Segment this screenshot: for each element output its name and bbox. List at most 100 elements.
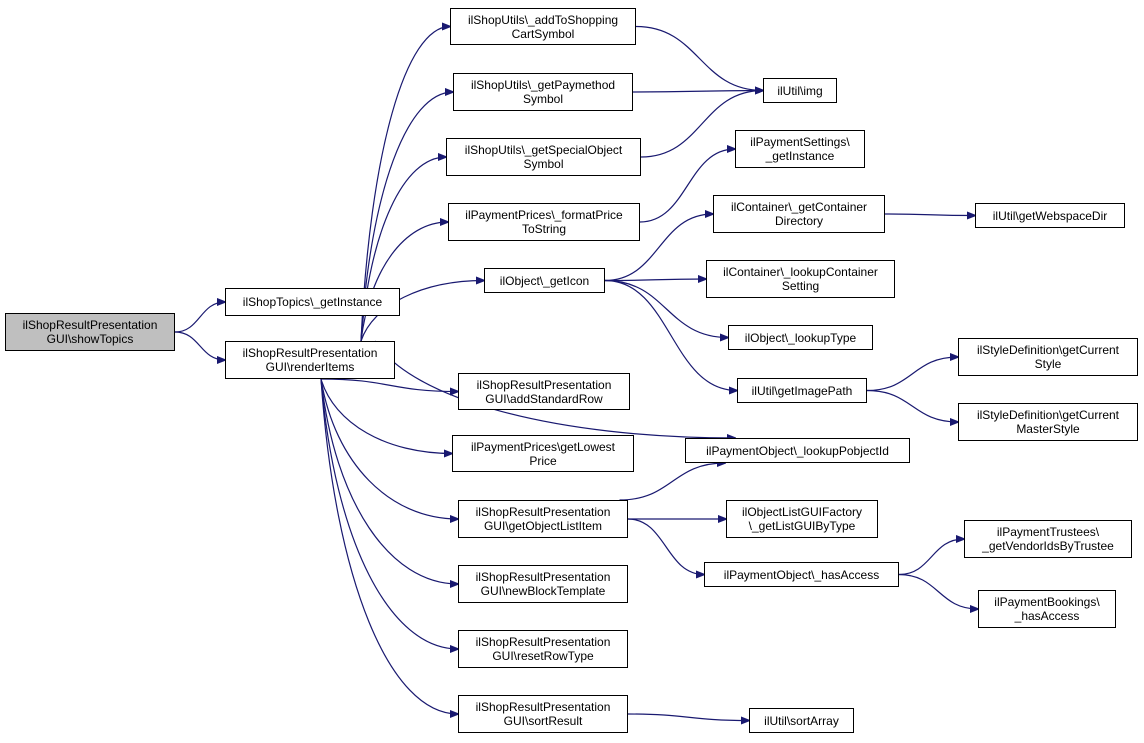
node-label-line: GUI\showTopics	[46, 332, 134, 346]
function-node[interactable]: ilUtil\img	[763, 78, 837, 103]
node-label-line: CartSymbol	[511, 26, 575, 41]
node-label-line: ilShopUtils\_addToShopping	[467, 12, 619, 27]
function-node[interactable]: ilPaymentSettings\_getInstance	[735, 130, 865, 168]
call-edge	[639, 149, 735, 223]
call-edge	[604, 279, 728, 338]
node-label-line: ilUtil\img	[777, 83, 823, 98]
call-edge	[884, 214, 975, 216]
node-label-line: ilShopUtils\_getPaymethod	[470, 78, 616, 92]
call-edge	[632, 91, 763, 93]
node-label-line: ilShopResultPresentation	[475, 570, 611, 584]
node-label-line: ilContainer\_lookupContainer	[723, 265, 878, 279]
node-label-line: MasterStyle	[1016, 422, 1080, 436]
node-label-line: ilPaymentObject\_hasAccess	[723, 567, 880, 582]
node-label-line: ilStyleDefinition\getCurrent	[976, 408, 1120, 422]
node-label-line: GUI\resetRowType	[492, 649, 594, 663]
call-edge	[898, 573, 978, 610]
call-edge	[866, 357, 958, 392]
node-label-line: ilShopResultPresentation	[475, 700, 611, 714]
call-edge	[174, 302, 225, 333]
node-label-line: ilPaymentTrustees\	[996, 525, 1100, 539]
call-edge	[374, 340, 735, 438]
node-label-line: ilShopResultPresentation	[475, 505, 611, 519]
node-label-line: Setting	[781, 279, 820, 293]
call-edge	[320, 378, 458, 714]
node-label-line: ilObjectListGUIFactory	[741, 505, 863, 519]
function-node[interactable]: ilPaymentBookings\_hasAccess	[978, 590, 1116, 628]
function-node[interactable]: ilObject\_lookupType	[728, 325, 873, 350]
node-label-line: ilPaymentBookings\	[994, 595, 1100, 609]
call-edge	[360, 27, 450, 342]
function-node[interactable]: ilUtil\sortArray	[749, 708, 854, 733]
node-label-line: ilUtil\sortArray	[764, 713, 839, 728]
call-edge	[619, 463, 726, 501]
node-label-line: _hasAccess	[1014, 609, 1080, 623]
node-label-line: ilPaymentPrices\_formatPrice	[465, 208, 623, 222]
call-edge	[866, 389, 958, 423]
node-label-line: Price	[529, 453, 557, 468]
node-label-line: ilShopTopics\_getInstance	[242, 295, 383, 309]
node-label-line: Symbol	[523, 157, 564, 171]
function-node[interactable]: ilObject\_getIcon	[484, 268, 605, 293]
call-edge	[320, 378, 458, 519]
node-label-line: ilShopResultPresentation	[22, 318, 158, 332]
call-edge	[320, 378, 452, 454]
call-edge	[174, 331, 225, 360]
node-label-line: GUI\getObjectListItem	[483, 519, 603, 533]
function-node[interactable]: ilPaymentObject\_hasAccess	[704, 562, 899, 587]
function-node[interactable]: ilObjectListGUIFactory\_getListGUIByType	[726, 500, 878, 538]
node-label-line: GUI\newBlockTemplate	[480, 584, 606, 598]
node-label-line: ilPaymentPrices\getLowest	[470, 439, 616, 454]
call-edge	[360, 222, 448, 342]
node-label-line: \_getListGUIByType	[748, 519, 856, 533]
node-label-line: Directory	[774, 214, 823, 228]
node-label-line: GUI\sortResult	[503, 714, 583, 728]
call-edge	[627, 713, 749, 721]
node-label-line: ilPaymentObject\_lookupPobjectId	[706, 443, 889, 458]
function-node[interactable]: ilPaymentTrustees\_getVendorIdsByTrustee	[964, 520, 1132, 558]
function-node[interactable]: ilUtil\getWebspaceDir	[975, 203, 1125, 228]
node-label-line: ilContainer\_getContainer	[730, 200, 868, 214]
call-edge	[635, 25, 763, 91]
call-edge	[604, 279, 737, 391]
node-label-line: ilUtil\getWebspaceDir	[992, 208, 1108, 223]
function-node[interactable]: ilPaymentObject\_lookupPobjectId	[685, 438, 910, 463]
node-label-line: ilPaymentSettings\	[750, 135, 850, 149]
call-edge	[360, 281, 484, 342]
node-label-line: ToString	[521, 222, 566, 236]
node-label-line: ilShopResultPresentation	[476, 377, 612, 392]
call-edge	[320, 378, 458, 584]
node-label-line: _getInstance	[765, 149, 835, 163]
node-label-line: ilUtil\getImagePath	[751, 383, 853, 398]
node-label-line: ilObject\_lookupType	[744, 330, 857, 345]
call-edge	[898, 539, 964, 576]
call-edge	[640, 91, 763, 158]
function-node[interactable]: ilUtil\getImagePath	[737, 378, 867, 403]
node-label-line: ilShopUtils\_getSpecialObject	[464, 143, 623, 157]
node-label-line: _getVendorIdsByTrustee	[982, 539, 1114, 553]
node-label-line: Style	[1034, 357, 1062, 371]
call-edge	[360, 92, 453, 342]
node-label-line: GUI\addStandardRow	[485, 391, 603, 406]
function-node[interactable]: ilShopTopics\_getInstance	[225, 288, 400, 316]
call-edge	[320, 378, 458, 392]
node-label-line: Symbol	[522, 92, 563, 106]
call-edge	[627, 518, 704, 575]
node-label-line: ilStyleDefinition\getCurrent	[976, 343, 1120, 357]
